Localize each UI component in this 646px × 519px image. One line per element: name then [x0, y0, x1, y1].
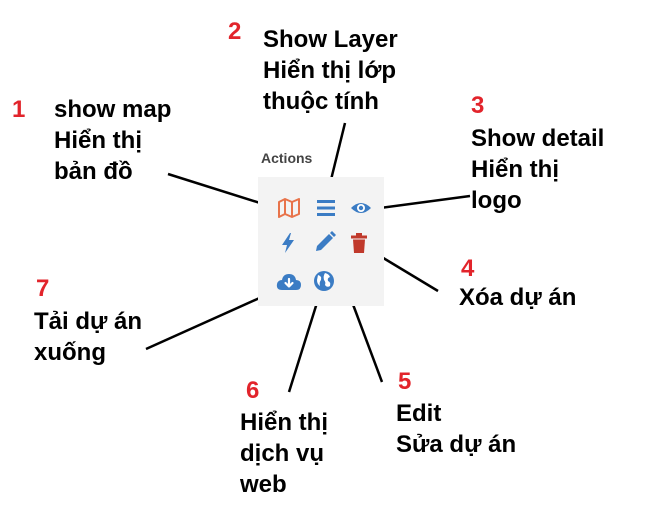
- annotation-6-line2: dịch vụ: [240, 440, 325, 467]
- marker-1: 1: [12, 96, 26, 123]
- leader-line-3: [379, 194, 471, 210]
- annotation-5-line1: Edit: [396, 400, 442, 427]
- marker-3: 3: [471, 92, 485, 119]
- annotation-1: show map Hiển thị bản đồ: [54, 94, 171, 187]
- globe-icon: [314, 271, 334, 291]
- pencil-icon: [316, 231, 336, 251]
- show-detail-button[interactable]: [350, 200, 372, 216]
- eye-icon: [351, 203, 371, 213]
- marker-7: 7: [36, 275, 50, 302]
- annotation-1-line1: show map: [54, 96, 172, 123]
- annotation-2-line3: thuộc tính: [263, 88, 379, 115]
- annotation-5-line2: Sửa dự án: [396, 431, 517, 458]
- annotation-2-line1: Show Layer: [263, 26, 398, 53]
- show-layer-button[interactable]: [316, 199, 336, 217]
- annotation-5: Edit Sửa dự án: [396, 398, 516, 460]
- annotation-2: Show Layer Hiển thị lớp thuộc tính: [263, 24, 398, 117]
- show-map-button[interactable]: [278, 198, 300, 218]
- quick-action-button[interactable]: [280, 232, 296, 254]
- annotation-1-line2: Hiển thị: [54, 127, 142, 154]
- annotation-2-line2: Hiển thị lớp: [263, 57, 397, 84]
- trash-icon: [351, 233, 367, 253]
- annotation-6-line3: web: [240, 471, 287, 498]
- annotation-4-line1: Xóa dự án: [459, 284, 577, 311]
- actions-column-header: Actions: [261, 150, 313, 166]
- marker-4: 4: [461, 255, 475, 282]
- delete-project-button[interactable]: [351, 233, 367, 253]
- marker-5: 5: [398, 368, 412, 395]
- marker-6: 6: [246, 377, 260, 404]
- annotation-3-line3: logo: [471, 187, 522, 214]
- download-project-button[interactable]: [276, 271, 302, 291]
- cloud-download-icon: [276, 274, 301, 290]
- bolt-icon: [282, 233, 294, 253]
- annotation-1-line3: bản đồ: [54, 158, 133, 185]
- annotation-3-line1: Show detail: [471, 125, 605, 152]
- map-icon: [278, 198, 300, 218]
- annotation-3: Show detail Hiển thị logo: [471, 123, 604, 216]
- annotation-4: Xóa dự án: [459, 282, 576, 313]
- annotation-3-line2: Hiển thị: [471, 156, 559, 183]
- annotation-7-line2: xuống: [34, 339, 106, 366]
- edit-project-button[interactable]: [314, 231, 336, 253]
- annotation-6: Hiển thị dịch vụ web: [240, 407, 328, 500]
- annotation-6-line1: Hiển thị: [240, 409, 328, 436]
- list-icon: [317, 200, 335, 216]
- marker-2: 2: [228, 18, 242, 45]
- annotation-7: Tải dự án xuống: [34, 306, 142, 368]
- show-web-service-button[interactable]: [313, 270, 335, 292]
- annotation-7-line1: Tải dự án: [34, 308, 143, 335]
